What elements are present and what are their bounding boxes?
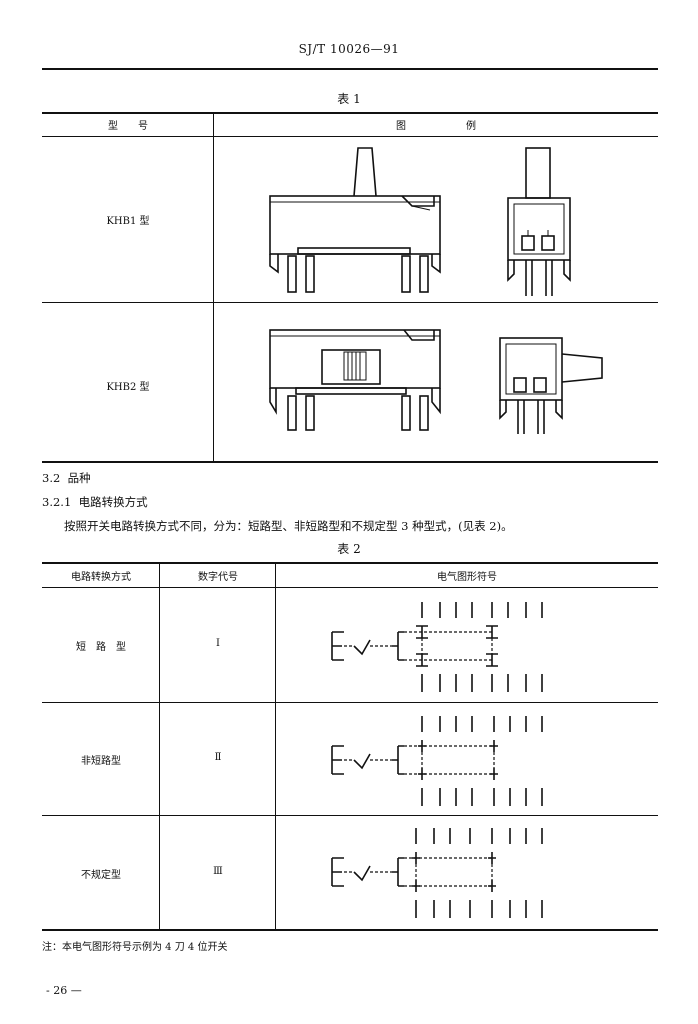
- page-number: - 26 —: [46, 984, 82, 997]
- table2-bottom-rule: [42, 929, 658, 931]
- symbol-short-circuit-type: [331, 602, 543, 692]
- table2-row2-code: Ⅱ: [214, 752, 222, 763]
- table1-top-rule: [42, 112, 658, 114]
- section-3-2-1-heading: 3.2.1 电路转换方式: [42, 494, 148, 510]
- table2-row-rule-2: [42, 815, 658, 816]
- table2-row3-mode: 不规定型: [81, 870, 121, 881]
- table1-header-rule: [42, 136, 658, 137]
- section-3-2-heading: 3.2 品种: [42, 470, 91, 486]
- table1-caption: 表 1: [337, 92, 361, 106]
- table2-header-rule: [42, 587, 658, 588]
- table1-header-figure: 图 例: [396, 121, 476, 132]
- table1-row-khb1: KHB1 型: [106, 216, 150, 227]
- table2-row1-code: Ⅰ: [216, 638, 220, 649]
- section-3-2-title: 品种: [67, 471, 91, 485]
- standard-code-header: SJ/T 10026—91: [298, 42, 400, 56]
- table1-col-divider: [213, 112, 214, 462]
- header-rule: [42, 68, 658, 70]
- table2-top-rule: [42, 562, 658, 564]
- table1-row-rule: [42, 302, 658, 303]
- table1-header-type: 型 号: [108, 121, 148, 132]
- table2-caption: 表 2: [337, 542, 361, 556]
- khb2-end-view-drawing: [499, 337, 603, 434]
- section-3-2-number: 3.2: [42, 471, 61, 485]
- symbol-non-short-circuit-type: [331, 716, 543, 806]
- section-3-2-1-title: 电路转换方式: [78, 495, 148, 509]
- symbol-unspecified-type: [331, 828, 543, 918]
- table2-header-mode: 电路转换方式: [71, 572, 131, 583]
- table1-row-khb2: KHB2 型: [106, 382, 150, 393]
- table2-row3-code: Ⅲ: [213, 866, 223, 877]
- section-3-2-1-paragraph: 按照开关电路转换方式不同，分为：短路型、非短路型和不规定型 3 种型式，(见表 …: [64, 519, 513, 533]
- table2-col-divider-2: [275, 562, 276, 930]
- section-3-2-1-number: 3.2.1: [42, 495, 72, 509]
- khb1-end-view-drawing: [507, 147, 571, 296]
- table2-note: 注：本电气图形符号示例为 4 刀 4 位开关: [42, 942, 228, 953]
- table1-bottom-rule: [42, 461, 658, 463]
- table2-row1-mode: 短 路 型: [76, 642, 126, 653]
- table2-row-rule-1: [42, 702, 658, 703]
- table2-col-divider-1: [159, 562, 160, 930]
- khb1-side-view-drawing: [269, 147, 441, 293]
- table2-header-symbol: 电气图形符号: [437, 572, 497, 583]
- khb2-side-view-drawing: [269, 329, 441, 431]
- table2-row2-mode: 非短路型: [81, 756, 121, 767]
- table2-header-code: 数字代号: [198, 572, 238, 583]
